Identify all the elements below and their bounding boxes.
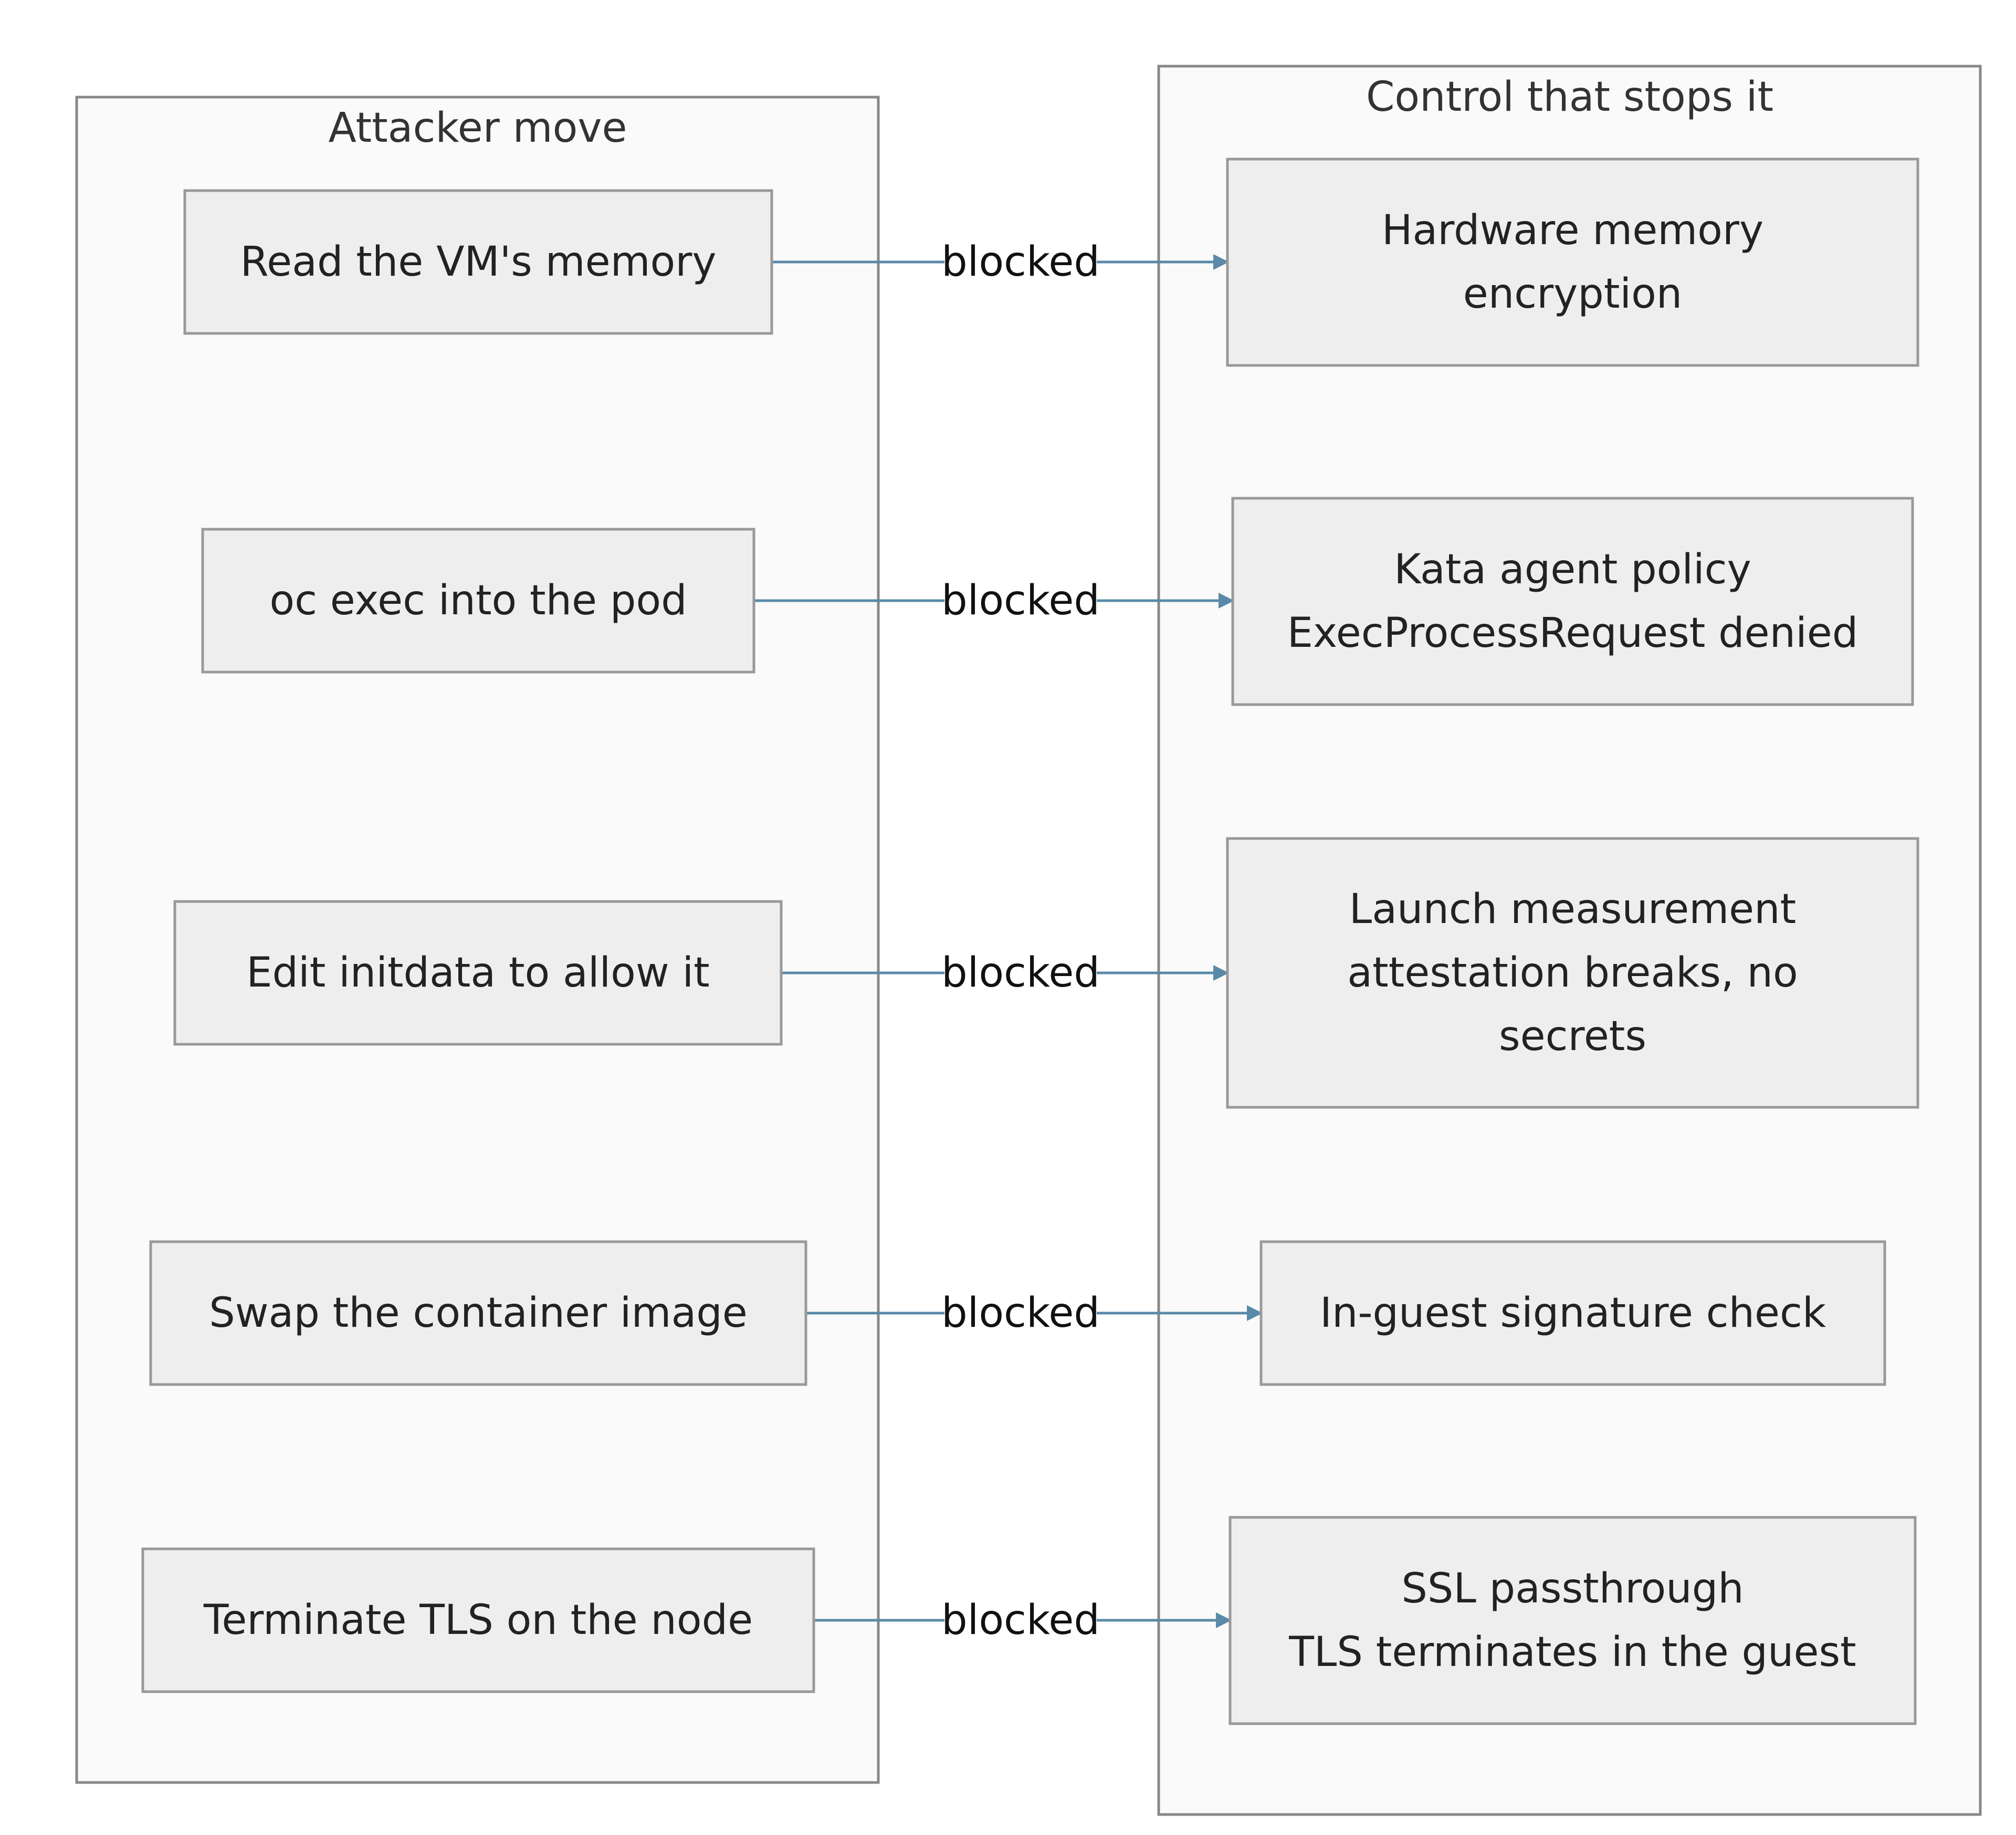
edge-label-blocked: blocked xyxy=(941,1597,1100,1644)
attacker-node-box xyxy=(201,528,755,674)
control-node-2: Launch measurement attestation breaks, no… xyxy=(1226,837,1919,1109)
control-node-text-line: Hardware memory xyxy=(1382,207,1763,254)
control-node-text-line: secrets xyxy=(1499,1013,1646,1060)
attacker-node-text-line: Terminate TLS on the node xyxy=(203,1597,753,1644)
edge-label-background xyxy=(944,948,1097,998)
attacker-node-box xyxy=(149,1240,807,1386)
attacker-node-3: Swap the container image xyxy=(149,1240,807,1386)
control-node-text-line: SSL passthrough xyxy=(1401,1565,1744,1612)
attacker-node-box xyxy=(141,1547,815,1693)
edge-label-background xyxy=(944,1288,1097,1338)
control-node-box xyxy=(1226,837,1919,1109)
control-node-text-line: ExecProcessRequest denied xyxy=(1287,610,1858,657)
attacker-node-box xyxy=(183,189,773,335)
attacker-node-2: Edit initdata to allow it xyxy=(173,900,783,1046)
control-node-text-line: TLS terminates in the guest xyxy=(1288,1629,1856,1676)
attacker-node-4: Terminate TLS on the node xyxy=(141,1547,815,1693)
group-control-title: Control that stops it xyxy=(1366,74,1773,121)
control-node-text-line: In-guest signature check xyxy=(1320,1289,1826,1337)
control-node-0: Hardware memory encryption xyxy=(1226,158,1919,367)
attacker-node-text-line: Swap the container image xyxy=(209,1289,748,1337)
control-node-box xyxy=(1231,497,1914,706)
nodes-layer: Read the VM's memory oc exec into the pod… xyxy=(141,158,1919,1725)
edge-labels-layer: blocked blocked blocked blocked blocked xyxy=(941,237,1100,1645)
edge-label-background xyxy=(944,1595,1097,1645)
edge-label-blocked: blocked xyxy=(941,949,1100,997)
group-attacker-title: Attacker move xyxy=(329,104,627,152)
control-node-text-line: Kata agent policy xyxy=(1394,546,1751,593)
attacker-node-box xyxy=(173,900,783,1046)
attacker-node-text-line: Read the VM's memory xyxy=(240,238,716,286)
control-node-text-line: encryption xyxy=(1463,270,1682,318)
attacker-node-text-line: Edit initdata to allow it xyxy=(246,949,710,997)
control-node-box xyxy=(1259,1240,1886,1386)
edge-label-background xyxy=(944,575,1097,626)
edge-label-blocked: blocked xyxy=(941,238,1100,286)
edge-label-blocked: blocked xyxy=(941,1289,1100,1337)
attacker-node-1: oc exec into the pod xyxy=(201,528,755,674)
control-node-text-line: Launch measurement xyxy=(1349,886,1796,933)
edge-label-background xyxy=(944,237,1097,287)
edge-label-blocked: blocked xyxy=(941,577,1100,624)
attacker-node-text-line: oc exec into the pod xyxy=(269,577,687,624)
control-node-3: In-guest signature check xyxy=(1259,1240,1886,1386)
control-node-text-line: attestation breaks, no xyxy=(1347,949,1798,997)
control-node-box xyxy=(1226,158,1919,367)
attacker-node-0: Read the VM's memory xyxy=(183,189,773,335)
control-node-box xyxy=(1228,1516,1917,1725)
